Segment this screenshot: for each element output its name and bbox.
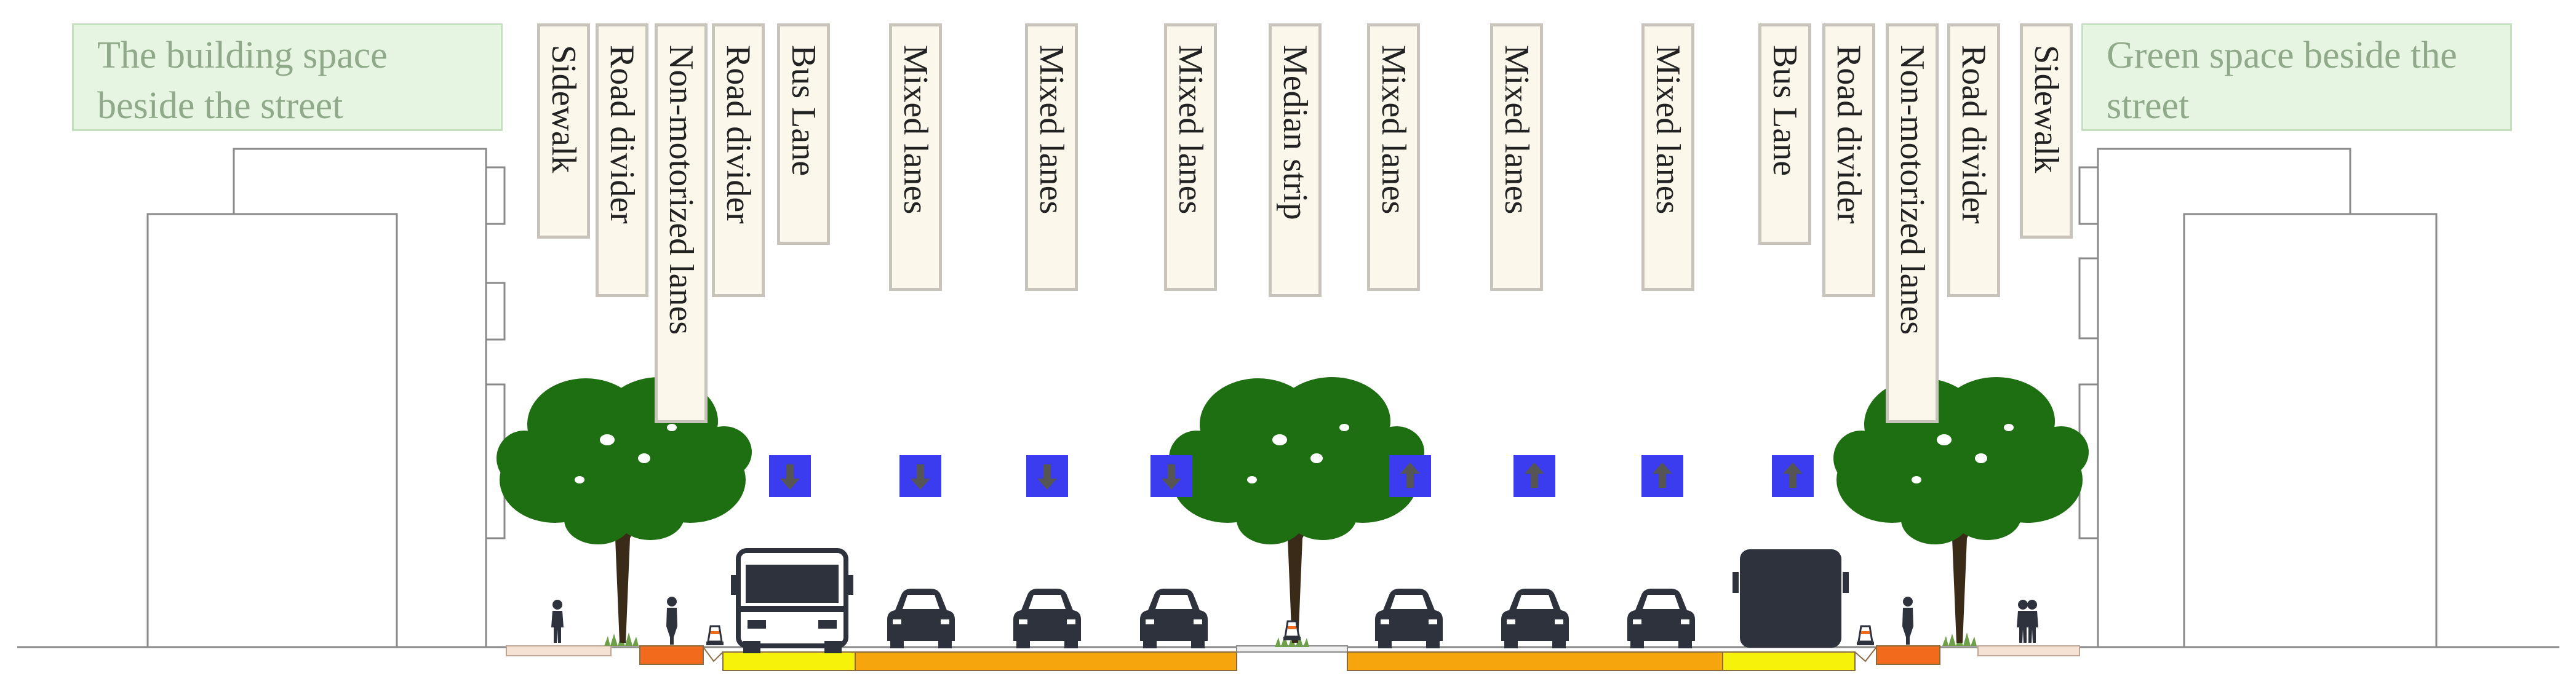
lane-label-mixed-2: Mixed lanes	[1025, 23, 1078, 291]
arrow-up-icon	[1389, 455, 1431, 497]
cyclist-icon	[666, 597, 677, 645]
lane-label-non-motorized-left: Non-motorized lanes	[655, 23, 708, 423]
pedestrian-icon	[551, 600, 564, 643]
left-mixed-lanes-strip	[855, 651, 1237, 671]
car-icon	[1013, 589, 1081, 648]
right-buildings	[2078, 148, 2438, 648]
arrow-down-icon	[899, 455, 941, 497]
lane-label-mixed-1: Mixed lanes	[889, 23, 942, 291]
arrow-up-icon	[1772, 455, 1814, 497]
tree-icon	[496, 377, 752, 643]
arrow-up-icon	[1513, 455, 1555, 497]
right-bus-lane-strip	[1722, 651, 1856, 671]
lane-label-non-motorized-right: Non-motorized lanes	[1886, 23, 1939, 423]
car-icon	[1375, 589, 1443, 648]
road-surface	[506, 645, 2080, 671]
bus-icon	[1733, 549, 1849, 648]
lane-label-mixed-4: Mixed lanes	[1367, 23, 1420, 291]
right-mixed-lanes-strip	[1347, 651, 1723, 671]
car-icon	[1501, 589, 1569, 648]
direction-markers	[769, 455, 1814, 497]
pedestrian-icon	[2026, 600, 2038, 643]
lane-label-road-divider-3: Road divider	[1822, 23, 1875, 297]
lane-label-road-divider-1: Road divider	[596, 23, 648, 297]
car-icon	[1627, 589, 1695, 648]
traffic-cone-icon	[705, 625, 725, 646]
left-bus-lane-strip	[722, 651, 856, 671]
zone-label-right: Green space beside the street	[2081, 23, 2512, 131]
tree-icon	[1833, 377, 2089, 643]
car-icon	[887, 589, 955, 648]
lane-label-bus-lane-left: Bus Lane	[777, 23, 830, 245]
cyclist-icon	[1902, 597, 1913, 645]
car-icon	[1140, 589, 1208, 648]
lane-label-road-divider-4: Road divider	[1947, 23, 2000, 297]
left-sidewalk-strip	[506, 645, 612, 656]
right-sidewalk-strip	[1977, 645, 2080, 656]
lane-label-sidewalk-right: Sidewalk	[2020, 23, 2073, 239]
lane-label-mixed-6: Mixed lanes	[1641, 23, 1694, 291]
right-bike-lane-strip	[1876, 645, 1940, 665]
arrow-up-icon	[1641, 455, 1683, 497]
lane-label-mixed-3: Mixed lanes	[1164, 23, 1217, 291]
traffic-cone-icon	[1856, 625, 1875, 646]
lane-label-bus-lane-right: Bus Lane	[1758, 23, 1811, 245]
zone-label-left: The building space beside the street	[72, 23, 503, 131]
lane-label-road-divider-2: Road divider	[712, 23, 765, 297]
left-bike-lane-strip	[639, 645, 704, 665]
lane-label-sidewalk-left: Sidewalk	[537, 23, 590, 239]
left-buildings	[146, 148, 506, 648]
arrow-down-icon	[1150, 455, 1192, 497]
bus-icon	[731, 548, 853, 653]
lane-label-mixed-5: Mixed lanes	[1490, 23, 1543, 291]
arrow-down-icon	[769, 455, 811, 497]
arrow-down-icon	[1026, 455, 1068, 497]
lane-label-median-strip: Median strip	[1269, 23, 1322, 297]
